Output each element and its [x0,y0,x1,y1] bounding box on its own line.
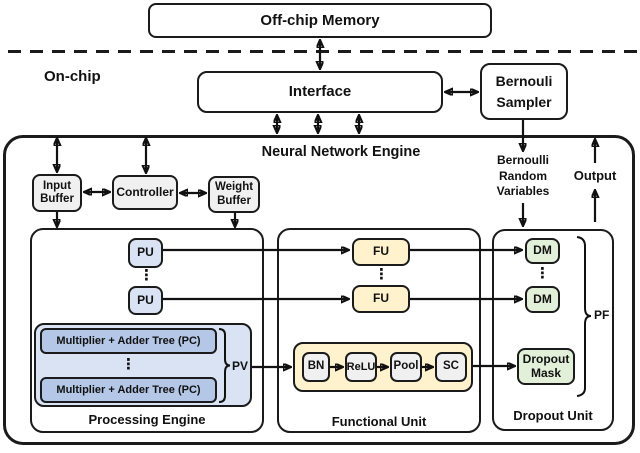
pf-label: PF [594,308,610,322]
controller-box: Controller [112,175,178,210]
interface-box: Interface [197,71,443,113]
functional-unit-box [277,228,481,433]
pv-label: PV [231,359,248,373]
neural-network-engine-title: Neural Network Engine [261,144,421,160]
dm-box-2: DM [525,286,560,313]
dm-box-1: DM [525,238,560,264]
bernouli-sampler-box: Bernouli Sampler [480,63,568,120]
weight-buffer-box: Weight Buffer [208,176,260,213]
pu-box-1: PU [128,238,163,268]
pool-box: Pool [390,352,422,382]
vertical-ellipsis-icon: ⋮ [374,266,389,283]
functional-unit-title: Functional Unit [331,414,427,429]
relu-box: ReLU [345,352,377,382]
on-chip-label: On-chip [44,68,101,85]
bernoulli-random-variables-label: Bernoulli Random Variables [496,153,550,199]
pc-box-2: Multiplier + Adder Tree (PC) [40,377,217,403]
processing-engine-title: Processing Engine [88,412,206,427]
vertical-ellipsis-icon: ⋮ [535,265,550,282]
sc-box: SC [435,352,467,382]
dropout-unit-title: Dropout Unit [513,408,593,423]
output-label: Output [573,168,617,183]
chip-boundary-dashed-line [8,50,638,53]
fu-box-2: FU [352,285,410,313]
vertical-ellipsis-icon: ⋮ [121,356,136,373]
input-buffer-box: Input Buffer [32,174,82,212]
dropout-mask-box: Dropout Mask [517,348,575,385]
pc-box-1: Multiplier + Adder Tree (PC) [40,328,217,354]
bn-box: BN [302,352,330,382]
fu-box-1: FU [352,238,410,266]
vertical-ellipsis-icon: ⋮ [139,267,154,284]
pu-box-2: PU [128,286,163,315]
off-chip-memory-box: Off-chip Memory [148,3,492,38]
